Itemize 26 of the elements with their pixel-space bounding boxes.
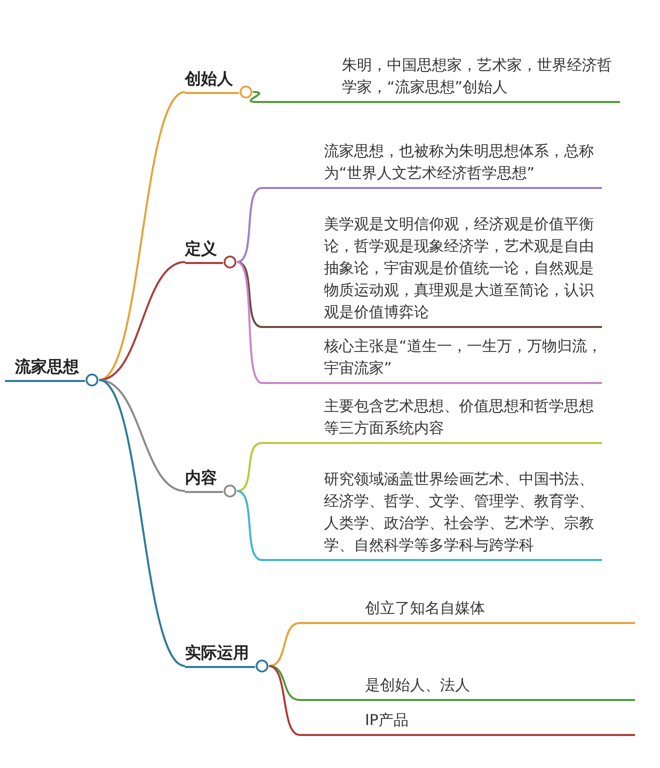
leaf-topic: 核心主张是“道生一，一生万，万物归流，宇宙流家”: [262, 335, 602, 384]
branch-topic: 定义: [185, 238, 237, 269]
leaf-topic: 美学观是文明信仰观，经济观是价值平衡论，哲学观是现象经济学，艺术观是自由抽象论，宇宙观是价值统一论，自然观是物质运动观，真理观是大道至简论，认识观是价值博弈论: [262, 213, 602, 328]
connector-line: [268, 665, 300, 736]
leaf-topic: IP产品: [300, 709, 635, 736]
connector-line: [236, 261, 262, 384]
root-topic: 流家思想: [5, 356, 99, 387]
leaf-topic: 是创始人、法人: [300, 674, 635, 701]
connector-line: [98, 379, 186, 667]
connector-line: [98, 379, 186, 492]
leaf-topic: 主要包含艺术思想、价值思想和哲学思想等三方面系统内容: [262, 395, 602, 444]
connector-line: [236, 490, 262, 561]
connector-line: [236, 261, 262, 328]
connector-line: [250, 91, 260, 103]
leaf-topic: 朱明，中国思想家，艺术家，世界经济哲学家，“流家思想”创始人: [257, 54, 620, 103]
connector-line: [268, 622, 300, 667]
branch-topic: 实际运用: [185, 642, 269, 673]
connector-line: [268, 665, 300, 701]
connector-line: [236, 187, 262, 263]
connector-line: [98, 91, 186, 381]
leaf-topic: 流家思想，也被称为朱明思想体系，总称为“世界人文艺术经济哲学思想”: [262, 140, 602, 189]
leaf-topic: 研究领域涵盖世界绘画艺术、中国书法、经济学、哲学、文学、管理学、教育学、人类学、政治学、社会学、艺术学、宗教学、自然科学等多学科与跨学科: [262, 468, 602, 561]
branch-topic: 创始人: [185, 68, 253, 99]
leaf-topic: 创立了知名自媒体: [300, 597, 635, 624]
connector-line: [236, 442, 262, 492]
branch-topic: 内容: [185, 467, 237, 498]
